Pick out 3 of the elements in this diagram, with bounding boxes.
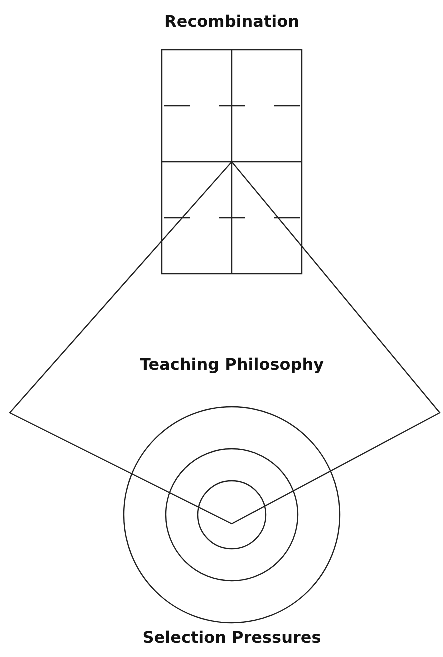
heading: Teaching Philosophy: [140, 355, 324, 374]
heading: Selection Pressures: [142, 628, 322, 647]
heading: Recombination: [164, 12, 300, 31]
